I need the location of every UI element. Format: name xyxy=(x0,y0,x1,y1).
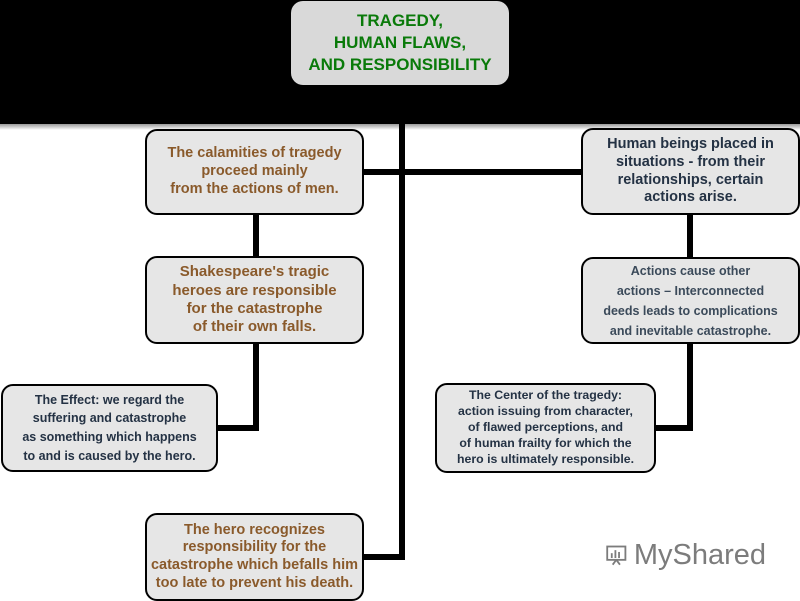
effect-line: as something which happens xyxy=(22,430,197,444)
human-beings-line: relationships, certain xyxy=(617,171,764,188)
title-line: TRAGEDY, xyxy=(357,10,443,30)
calamities-line: from the actions of men. xyxy=(170,180,339,197)
heroes-line: of their own falls. xyxy=(192,318,317,336)
recognizes-line: catastrophe which befalls him xyxy=(150,557,359,573)
recognizes-box: The hero recognizes responsibility for t… xyxy=(145,513,364,601)
human-beings-line: situations - from their xyxy=(615,153,766,170)
title-line: HUMAN FLAWS, xyxy=(333,32,467,52)
actions-line: actions – Interconnected xyxy=(616,283,765,298)
recognizes-line: responsibility for the xyxy=(182,539,327,556)
effect-line: suffering and catastrophe xyxy=(32,411,187,426)
center-of-tragedy-box: The Center of the tragedy: action issuin… xyxy=(435,383,656,473)
human-beings-line: actions arise. xyxy=(644,189,737,206)
heroes-line: for the catastrophe xyxy=(186,300,323,317)
presentation-icon xyxy=(606,545,627,566)
effect-line: The Effect: we regard the xyxy=(34,392,185,407)
heroes-line: heroes are responsible xyxy=(172,281,337,299)
title-line: AND RESPONSIBILITY xyxy=(308,55,492,75)
calamities-line: proceed mainly xyxy=(201,163,308,180)
watermark-text: MyShared xyxy=(633,538,766,571)
center-line: of human frailty for which the xyxy=(459,435,632,450)
human-beings-box: Human beings placed in situations - from… xyxy=(581,128,800,215)
human-beings-line: Human beings placed in xyxy=(607,136,774,153)
watermark-logo: MyShared xyxy=(606,537,766,573)
title-box: TRAGEDY, HUMAN FLAWS, AND RESPONSIBILITY xyxy=(291,1,509,85)
actions-box: Actions cause other actions – Interconne… xyxy=(581,257,800,344)
recognizes-line: The hero recognizes xyxy=(183,521,325,538)
calamities-line: The calamities of tragedy xyxy=(167,145,342,162)
actions-line: deeds leads to complications xyxy=(603,303,778,318)
center-line: The Center of the tragedy: xyxy=(468,388,623,403)
effect-line: to and is caused by the hero. xyxy=(23,448,196,463)
center-line: of flawed perceptions, and xyxy=(467,420,624,434)
recognizes-line: too late to prevent his death. xyxy=(155,574,354,591)
actions-line: Actions cause other xyxy=(630,263,751,278)
tragic-heroes-box: Shakespeare's tragic heroes are responsi… xyxy=(145,256,364,344)
effect-box: The Effect: we regard the suffering and … xyxy=(1,384,218,472)
heroes-line: Shakespeare's tragic xyxy=(179,263,330,281)
actions-center-line xyxy=(655,344,693,431)
center-line: hero is ultimately responsible. xyxy=(457,451,634,466)
heroes-effect-line xyxy=(216,342,259,431)
calamities-box: The calamities of tragedy proceed mainly… xyxy=(145,129,364,215)
center-line: action issuing from character, xyxy=(458,404,633,419)
actions-line: and inevitable catastrophe. xyxy=(609,323,772,338)
